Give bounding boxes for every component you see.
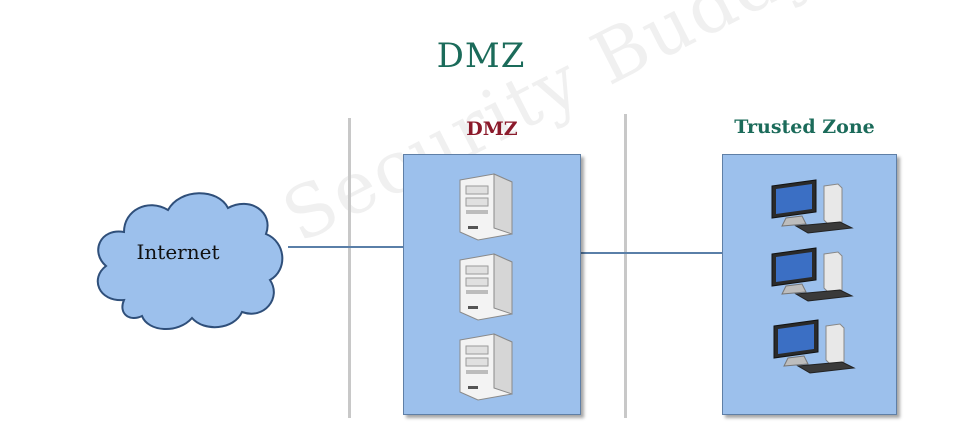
server-icon bbox=[459, 333, 513, 401]
internet-label: Internet bbox=[136, 240, 220, 264]
desktop-computer-icon bbox=[773, 319, 856, 374]
server-icon bbox=[459, 253, 513, 321]
cloud-icon bbox=[96, 192, 284, 331]
diagram-title: DMZ bbox=[436, 36, 526, 76]
trusted-zone-label: Trusted Zone bbox=[734, 116, 875, 138]
desktop-computer-icon bbox=[771, 179, 854, 234]
dmz-zone-label: DMZ bbox=[466, 118, 518, 140]
desktop-computer-icon bbox=[771, 247, 854, 302]
divider-right bbox=[624, 114, 627, 418]
server-icon bbox=[459, 173, 513, 241]
link-dmz-trusted bbox=[581, 252, 722, 254]
link-internet-dmz bbox=[288, 246, 403, 248]
divider-left bbox=[348, 118, 351, 418]
